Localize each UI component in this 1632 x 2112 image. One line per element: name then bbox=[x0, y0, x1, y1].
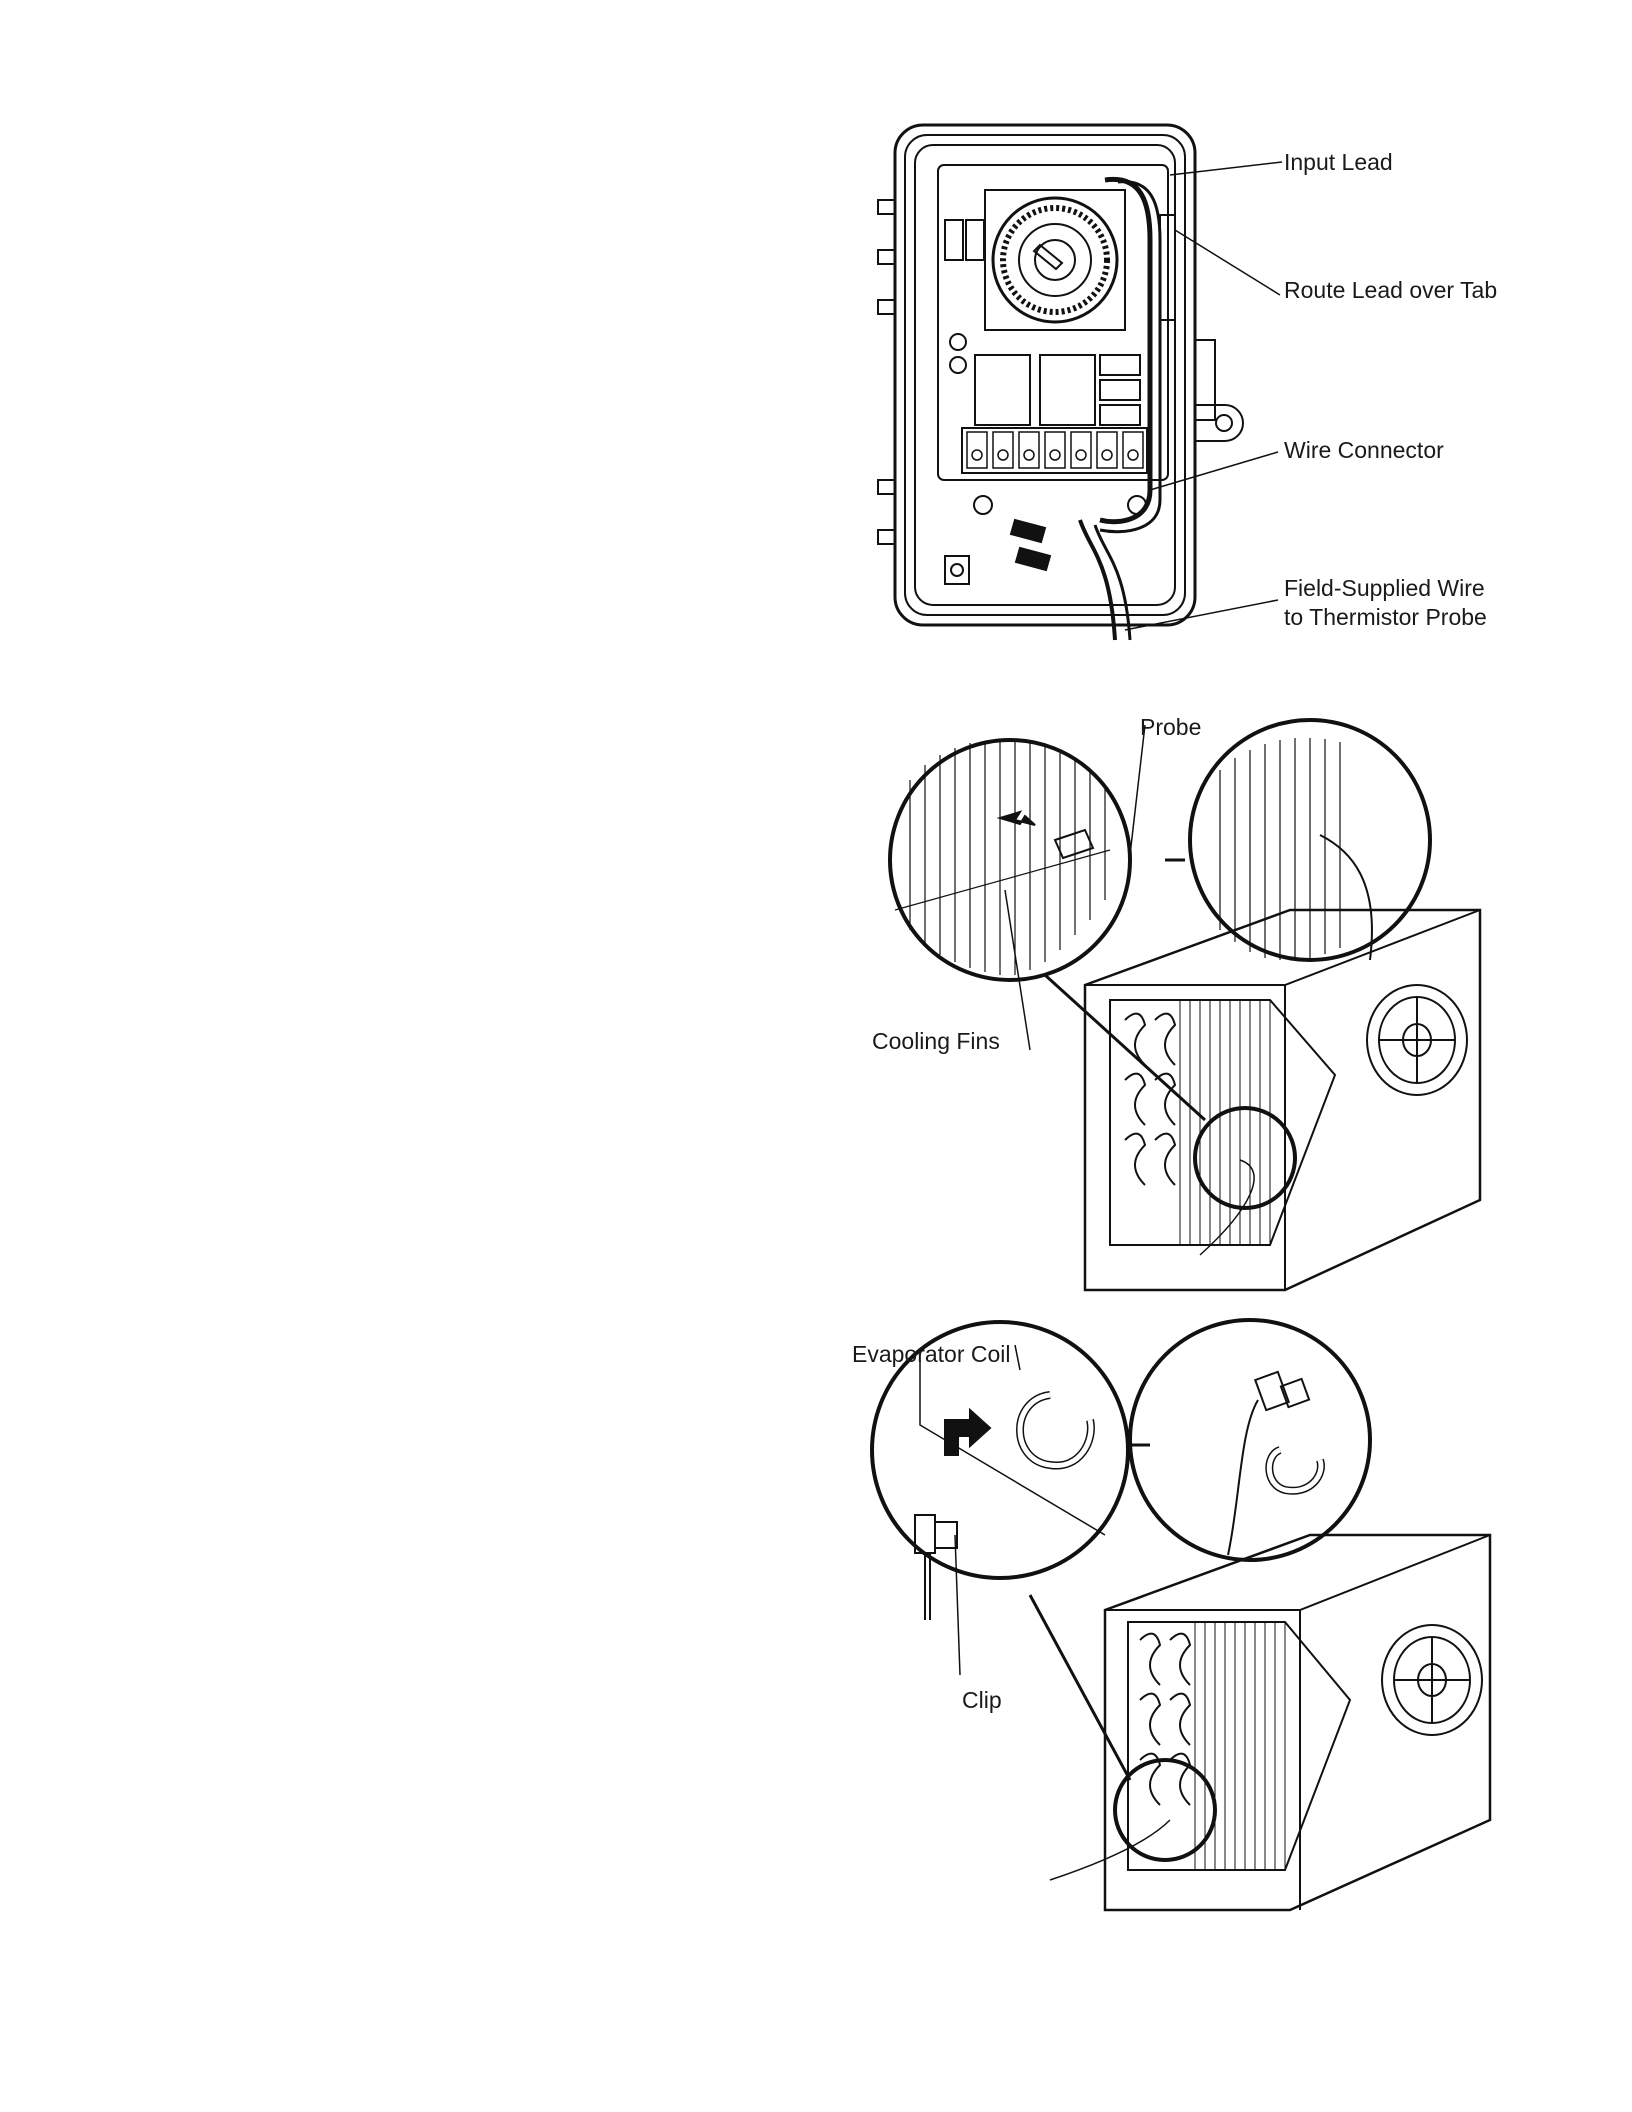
label-field-wire-line1: Field-Supplied Wire bbox=[1284, 574, 1485, 603]
label-clip: Clip bbox=[962, 1686, 1002, 1715]
probe-cooling-fins-drawing bbox=[0, 680, 1632, 1300]
label-probe: Probe bbox=[1140, 713, 1201, 742]
label-input-lead: Input Lead bbox=[1284, 148, 1393, 177]
figure-timer-enclosure: Input Lead Route Lead over Tab Wire Conn… bbox=[0, 0, 1632, 680]
figure-probe-cooling-fins: Probe Cooling Fins bbox=[0, 680, 1632, 1300]
clip-evaporator-coil-drawing bbox=[0, 1300, 1632, 1920]
figure-clip-evaporator-coil: Evaporator Coil Clip bbox=[0, 1300, 1632, 1920]
label-evaporator-coil: Evaporator Coil bbox=[852, 1340, 1011, 1369]
label-wire-connector: Wire Connector bbox=[1284, 436, 1444, 465]
label-field-wire-line2: to Thermistor Probe bbox=[1284, 603, 1487, 632]
label-cooling-fins: Cooling Fins bbox=[872, 1027, 1000, 1056]
label-route-lead: Route Lead over Tab bbox=[1284, 276, 1497, 305]
